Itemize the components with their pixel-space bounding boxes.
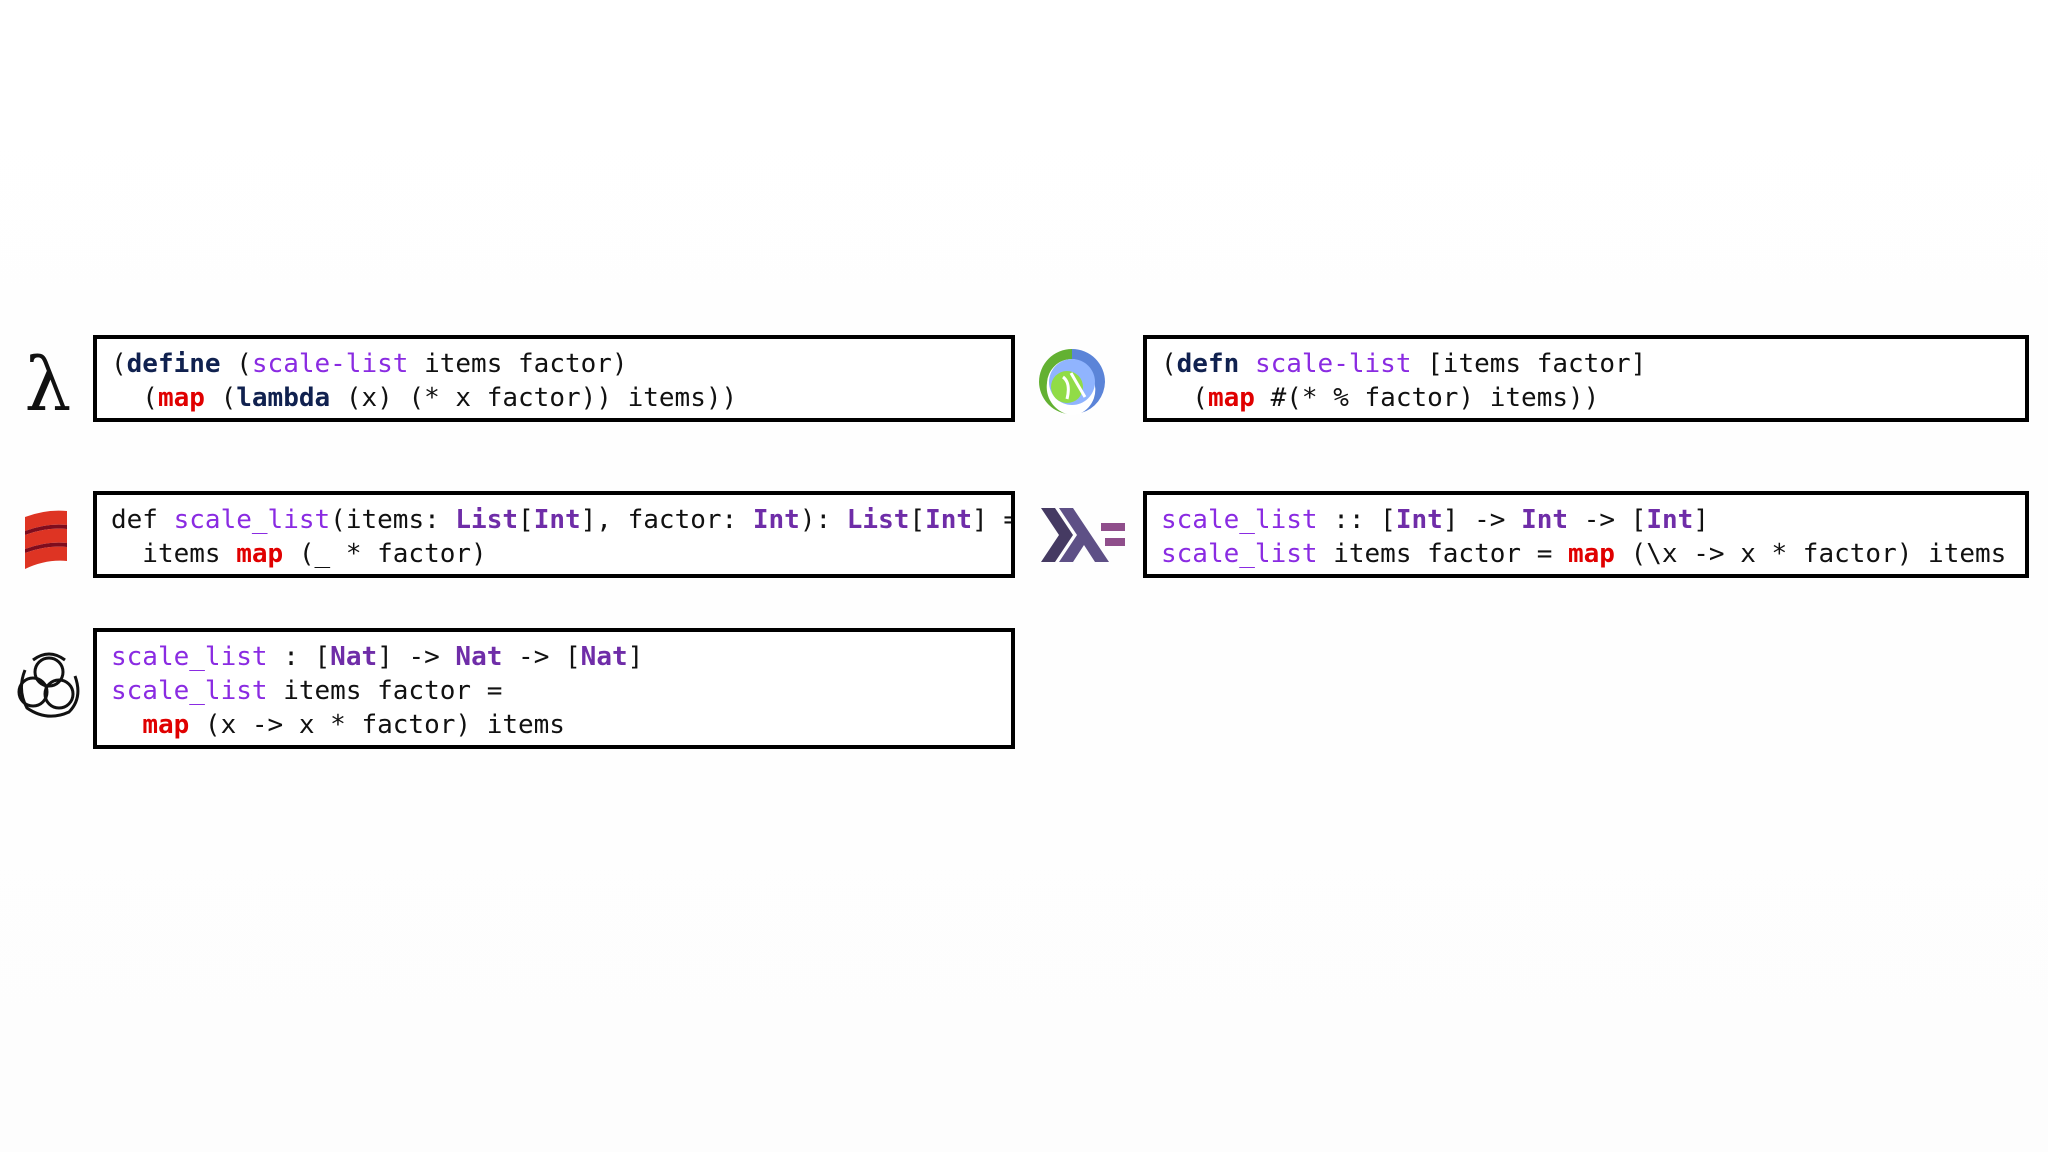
code-token: defn <box>1176 349 1240 379</box>
code-token: ( <box>1161 383 1208 413</box>
code-token: items factor = <box>267 676 503 706</box>
code-token: Int <box>1521 505 1569 535</box>
code-token: (_ * factor) <box>283 539 487 569</box>
code-token: Int <box>1646 505 1694 535</box>
code-token: map <box>157 383 205 413</box>
code-line: scale_list : [Nat] -> Nat -> [Nat] <box>111 640 997 674</box>
code-block-scheme: (define (scale-list items factor) (map (… <box>93 335 1015 422</box>
code-line: (map (lambda (x) (* x factor)) items)) <box>111 381 997 415</box>
code-token: define <box>126 349 221 379</box>
code-token: map <box>236 539 284 569</box>
code-token: Nat <box>580 642 628 672</box>
idris-logo-icon <box>12 648 84 724</box>
code-line: (define (scale-list items factor) <box>111 347 997 381</box>
code-token: -> [ <box>1568 505 1647 535</box>
code-block-haskell: scale_list :: [Int] -> Int -> [Int]scale… <box>1143 491 2029 578</box>
code-token: Int <box>925 505 973 535</box>
code-token: Nat <box>455 642 503 672</box>
code-token: map <box>1568 539 1615 569</box>
code-token: ( <box>204 383 237 413</box>
code-token: (x) (* x factor)) items)) <box>330 383 738 413</box>
code-token <box>111 710 142 740</box>
code-token: map <box>142 710 190 740</box>
code-line: scale_list :: [Int] -> Int -> [Int] <box>1161 503 2011 537</box>
code-token: Nat <box>330 642 378 672</box>
code-token: scale_list <box>1161 539 1318 569</box>
code-token: -> [ <box>502 642 581 672</box>
clojure-logo-icon <box>1036 346 1108 418</box>
code-token: items factor) <box>408 349 628 379</box>
code-token: (items: <box>330 505 456 535</box>
code-token: scale_list <box>111 676 268 706</box>
scala-logo-icon <box>18 505 74 575</box>
code-token: map <box>1207 383 1255 413</box>
code-token: ( <box>220 349 252 379</box>
code-block-clojure: (defn scale-list [items factor] (map #(*… <box>1143 335 2029 422</box>
code-token: ] = <box>972 505 1015 535</box>
code-line: (defn scale-list [items factor] <box>1161 347 2011 381</box>
code-token: ], factor: <box>580 505 753 535</box>
code-line: (map #(* % factor) items)) <box>1161 381 2011 415</box>
code-token: scale_list <box>1161 505 1318 535</box>
code-token: [ <box>518 505 534 535</box>
code-token: [items factor] <box>1411 349 1647 379</box>
code-token: Int <box>752 505 800 535</box>
code-token: : [ <box>267 642 331 672</box>
code-token: def <box>111 505 174 535</box>
code-token: List <box>455 505 519 535</box>
code-token: ] <box>1693 505 1709 535</box>
code-token: ( <box>1161 349 1177 379</box>
code-token: Int <box>533 505 581 535</box>
code-token: ( <box>111 349 127 379</box>
haskell-logo-icon <box>1040 505 1126 565</box>
code-token: scale-list <box>1254 349 1412 379</box>
code-token: :: [ <box>1317 505 1396 535</box>
code-token: ] -> <box>377 642 456 672</box>
lambda-glyph: λ <box>24 342 72 428</box>
code-token: Int <box>1395 505 1443 535</box>
code-token: lambda <box>236 383 331 413</box>
code-block-idris: scale_list : [Nat] -> Nat -> [Nat]scale_… <box>93 628 1015 749</box>
code-token: ] -> <box>1442 505 1522 535</box>
code-token <box>1239 349 1255 379</box>
code-token: (x -> x * factor) items <box>189 710 565 740</box>
code-line: map (x -> x * factor) items <box>111 708 997 742</box>
code-token: scale_list <box>111 642 268 672</box>
code-line: scale_list items factor = map (\x -> x *… <box>1161 537 2011 571</box>
code-token: ] <box>627 642 644 672</box>
code-block-scala: def scale_list(items: List[Int], factor:… <box>93 491 1015 578</box>
code-token: #(* % factor) items)) <box>1254 383 1600 413</box>
code-token: [ <box>909 505 926 535</box>
code-token: scale-list <box>251 349 409 379</box>
code-token: items <box>111 539 237 569</box>
code-token: (\x -> x * factor) items <box>1614 539 2007 569</box>
code-token: scale_list <box>173 505 331 535</box>
lambda-icon: λ <box>18 340 78 430</box>
code-token: ): <box>799 505 847 535</box>
code-line: items map (_ * factor) <box>111 537 997 571</box>
code-token: items factor = <box>1317 539 1568 569</box>
code-line: def scale_list(items: List[Int], factor:… <box>111 503 1011 537</box>
code-line: scale_list items factor = <box>111 674 997 708</box>
code-token: List <box>846 505 910 535</box>
code-token: ( <box>111 383 158 413</box>
